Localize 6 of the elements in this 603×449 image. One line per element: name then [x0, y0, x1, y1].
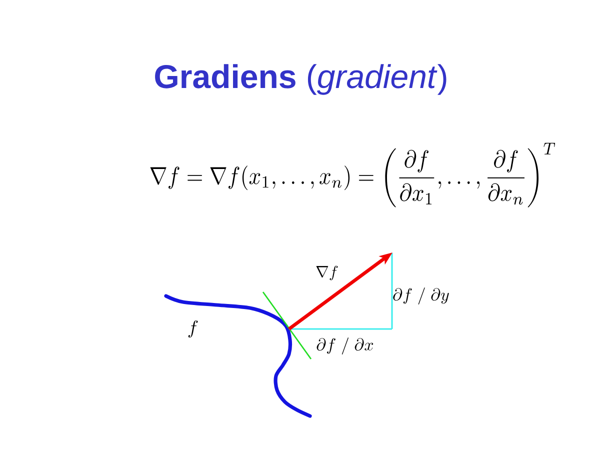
slide-title: Gradiens (gradient) [155, 64, 446, 95]
curve-label: $f$ [188, 320, 198, 338]
component-label: $\partial f\;/\;\partial y$ [393, 288, 449, 304]
formula: $\nabla f = \nabla f(x_1,\ldots,x_n) = \left(\frac{\partial f}{\partial x_1},\ldots,\frac{\partial f}{\partial x_n}\right)^T$ [150, 142, 556, 208]
component-label: $\partial f\;/\;\partial x$ [316, 338, 374, 354]
vector-label: $\nabla f$ [316, 266, 338, 280]
